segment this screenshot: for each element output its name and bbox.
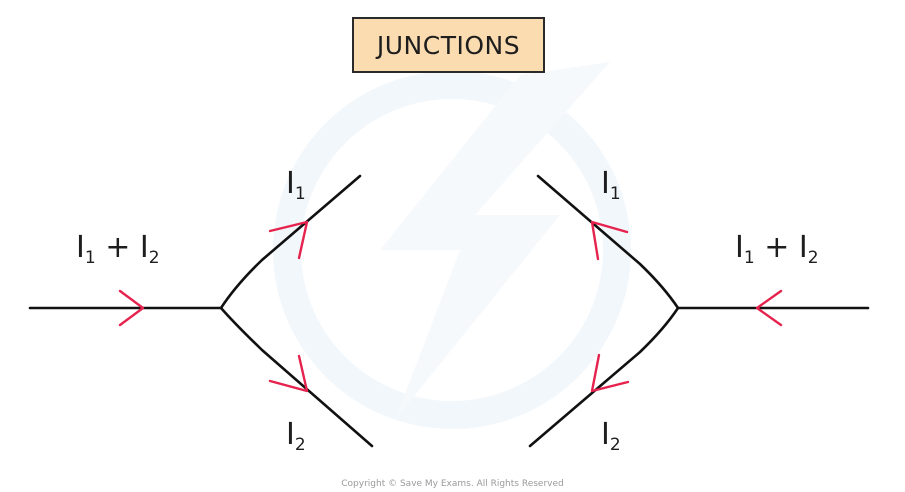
right-junction	[528, 174, 870, 448]
right-bottom-label: I2	[601, 420, 621, 454]
left-branch-bottom-wire	[219, 306, 374, 448]
right-input-label: I1 + I2	[735, 233, 819, 267]
subscript: 2	[294, 435, 306, 455]
title-box: JUNCTIONS	[352, 17, 545, 73]
current-symbol: I	[286, 417, 295, 452]
right-branch-bottom-wire	[528, 306, 680, 448]
right-input-arrow	[755, 289, 783, 327]
plus-sign: +	[95, 230, 140, 265]
left-top-label: I1	[286, 169, 306, 203]
subscript: 1	[609, 184, 621, 204]
copyright-notice: Copyright © Save My Exams. All Rights Re…	[341, 479, 564, 489]
left-arrows	[118, 220, 309, 393]
subscript: 2	[609, 435, 621, 455]
subscript: 2	[807, 248, 819, 268]
left-junction	[28, 174, 374, 448]
subscript: 2	[148, 248, 160, 268]
right-branch-top-wire	[536, 174, 680, 310]
left-input-label: I1 + I2	[76, 233, 160, 267]
left-branch-top-wire	[219, 174, 362, 310]
title-text: JUNCTIONS	[376, 30, 521, 60]
current-symbol: I	[798, 230, 808, 265]
right-bottom-arrow	[590, 353, 630, 393]
left-bottom-label: I2	[286, 420, 306, 454]
subscript: 1	[84, 248, 96, 268]
left-input-arrow	[118, 289, 145, 327]
current-symbol: I	[139, 230, 149, 265]
left-top-arrow	[268, 220, 309, 260]
current-symbol: I	[76, 230, 85, 265]
current-symbol: I	[286, 166, 295, 201]
current-symbol: I	[601, 417, 610, 452]
right-arrows	[590, 220, 783, 393]
subscript: 1	[294, 184, 306, 204]
plus-sign: +	[754, 230, 799, 265]
watermark-logo	[273, 62, 631, 429]
subscript: 1	[743, 248, 755, 268]
right-top-label: I1	[601, 169, 621, 203]
left-bottom-arrow	[268, 354, 309, 393]
current-symbol: I	[735, 230, 744, 265]
right-top-arrow	[590, 220, 629, 261]
current-symbol: I	[601, 166, 610, 201]
